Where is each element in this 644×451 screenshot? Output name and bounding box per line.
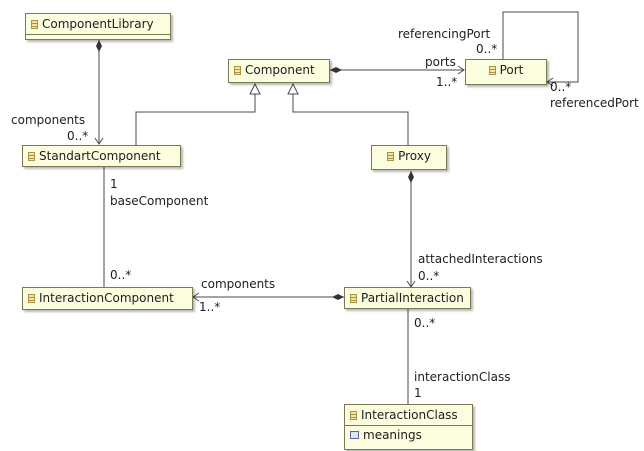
class-icon: [350, 410, 357, 420]
role-components-partial: components: [201, 277, 276, 291]
multiplicity-referencing-port: 0..*: [476, 42, 498, 56]
composition-diamond-partial: [332, 294, 344, 300]
multiplicity-components-library: 0..*: [67, 129, 89, 143]
generalization-triangle-proxy: [287, 82, 299, 95]
attribute-row[interactable]: meanings: [350, 427, 467, 443]
composition-diamond-library: [96, 40, 102, 52]
multiplicity-interaction-class: 1: [414, 386, 422, 400]
class-name: Port: [499, 63, 524, 77]
class-interaction-component[interactable]: InteractionComponent: [22, 287, 193, 310]
arrowhead-port-self: [546, 77, 554, 87]
multiplicity-ports: 1..*: [436, 75, 458, 89]
class-name: Proxy: [398, 149, 431, 163]
class-name: PartialInteraction: [361, 291, 464, 305]
arrowhead-standart-component: [94, 137, 104, 145]
multiplicity-base-component: 1: [110, 177, 118, 191]
class-interaction-class[interactable]: InteractionClass meanings: [344, 404, 473, 450]
class-icon: [31, 19, 38, 29]
class-proxy[interactable]: Proxy: [371, 145, 447, 170]
composition-diamond-proxy: [408, 171, 414, 183]
role-referenced-port: referencedPort: [550, 96, 639, 110]
multiplicity-partial-interaction-class: 0..*: [414, 316, 436, 330]
class-component-library[interactable]: ComponentLibrary: [25, 13, 171, 40]
arrowhead-interaction-component: [192, 292, 200, 302]
class-component[interactable]: Component: [228, 59, 330, 83]
edge-port-self-reference: [502, 11, 579, 83]
role-ports: ports: [425, 55, 456, 69]
class-icon: [488, 65, 496, 75]
arrowhead-port: [457, 65, 465, 75]
class-icon: [387, 151, 395, 161]
attribute-compartment: meanings: [345, 425, 472, 444]
class-port[interactable]: Port: [465, 59, 547, 85]
edge-proxy-generalization: [292, 94, 409, 146]
class-name: InteractionClass: [361, 408, 458, 422]
class-icon: [28, 293, 35, 303]
class-name: InteractionComponent: [39, 291, 174, 305]
class-name: StandartComponent: [39, 149, 161, 163]
class-icon: [28, 151, 35, 161]
generalization-triangle-standart: [249, 82, 261, 95]
class-partial-interaction[interactable]: PartialInteraction: [344, 287, 471, 309]
class-compartment: [26, 34, 170, 41]
role-interaction-class: interactionClass: [414, 370, 511, 384]
class-icon: [350, 293, 357, 303]
role-referencing-port: referencingPort: [398, 27, 491, 41]
edge-standart-generalization: [135, 94, 256, 146]
class-standart-component[interactable]: StandartComponent: [22, 145, 181, 167]
attribute-icon: [350, 431, 359, 439]
multiplicity-interaction-component: 0..*: [110, 268, 132, 282]
role-base-component: baseComponent: [110, 194, 209, 208]
role-components-library: components: [11, 113, 86, 127]
multiplicity-referenced-port: 0..*: [550, 80, 572, 94]
class-icon: [234, 65, 241, 75]
multiplicity-components-partial: 1..*: [199, 300, 221, 314]
multiplicity-attached-interactions: 0..*: [418, 269, 440, 283]
class-name: ComponentLibrary: [42, 17, 154, 31]
class-name: Component: [245, 63, 315, 77]
attribute-name: meanings: [363, 428, 422, 442]
composition-diamond-component: [330, 67, 342, 73]
role-attached-interactions: attachedInteractions: [418, 252, 543, 266]
